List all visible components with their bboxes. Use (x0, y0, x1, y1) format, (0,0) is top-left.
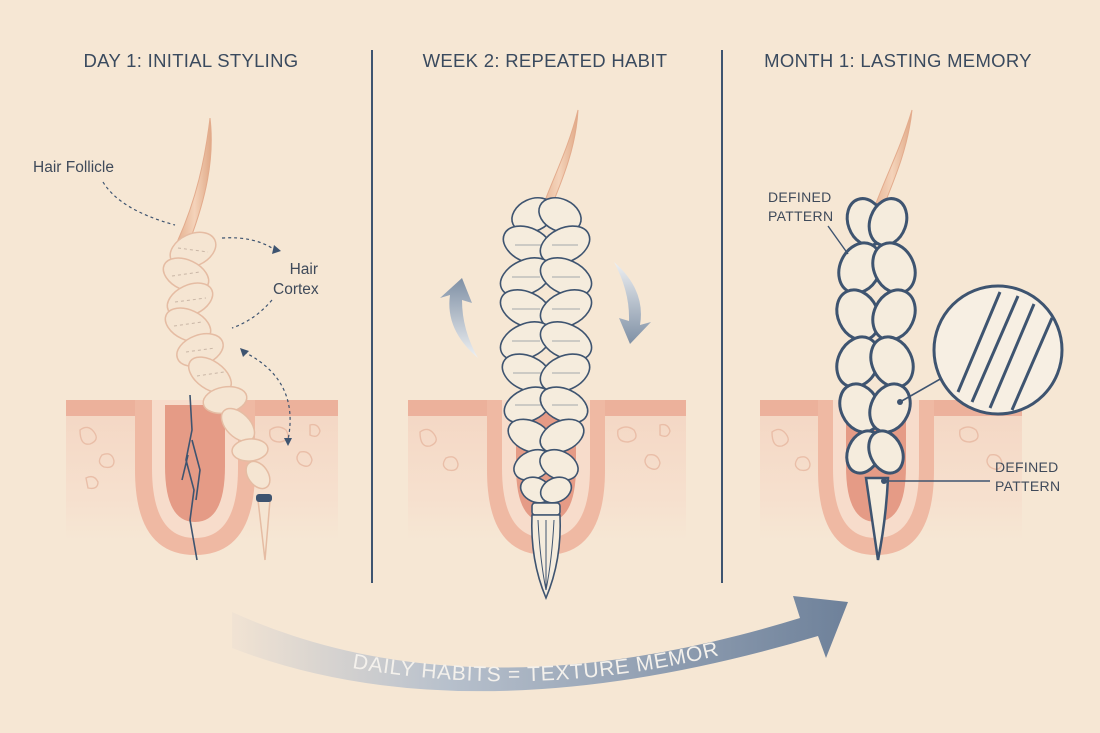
loose-braid-1 (162, 231, 271, 561)
panel-title-day1: DAY 1: INITIAL STYLING (83, 50, 299, 71)
label-defined-pattern-bottom: DEFINED PATTERN (995, 458, 1060, 496)
magnifier-3 (897, 284, 1064, 416)
hair-root-1 (181, 394, 201, 561)
label-hair-cortex: Hair Cortex (273, 260, 319, 300)
leader-lines-1 (102, 181, 291, 441)
braid-tail-3 (864, 476, 890, 561)
panel-3-illustration (760, 109, 1064, 561)
label-hair-cortex-line2: Cortex (273, 281, 319, 298)
label-defined-pattern-top-line2: PATTERN (768, 208, 834, 224)
label-defined-pattern-bottom-line2: PATTERN (995, 478, 1061, 494)
label-hair-cortex-line1: Hair (289, 261, 319, 278)
caption-textpath: DAILY HABITS = TEXTURE MEMORY (0, 0, 720, 686)
panel-2-illustration (408, 109, 686, 601)
hair-tie-1 (256, 494, 272, 502)
caption-text: DAILY HABITS = TEXTURE MEMORY (0, 0, 720, 686)
panel-title-month1: MONTH 1: LASTING MEMORY (764, 50, 1032, 71)
label-defined-pattern-bottom-line1: DEFINED (995, 459, 1059, 475)
hair-tie-2 (531, 502, 561, 516)
callout-lines-3 (827, 225, 990, 482)
label-hair-follicle: Hair Follicle (33, 159, 114, 176)
rotate-arrow-left (440, 278, 478, 358)
panel-title-week2: WEEK 2: REPEATED HABIT (422, 50, 668, 71)
hair-shaft-1 (177, 117, 212, 241)
label-defined-pattern-top-line1: DEFINED (768, 189, 832, 205)
progress-arrow: DAILY HABITS = TEXTURE MEMORY (0, 0, 848, 692)
defined-braid-3 (835, 197, 917, 475)
panel-1-illustration (66, 117, 338, 561)
rotate-arrow-right (614, 262, 651, 344)
label-defined-pattern-top: DEFINED PATTERN (768, 188, 833, 226)
